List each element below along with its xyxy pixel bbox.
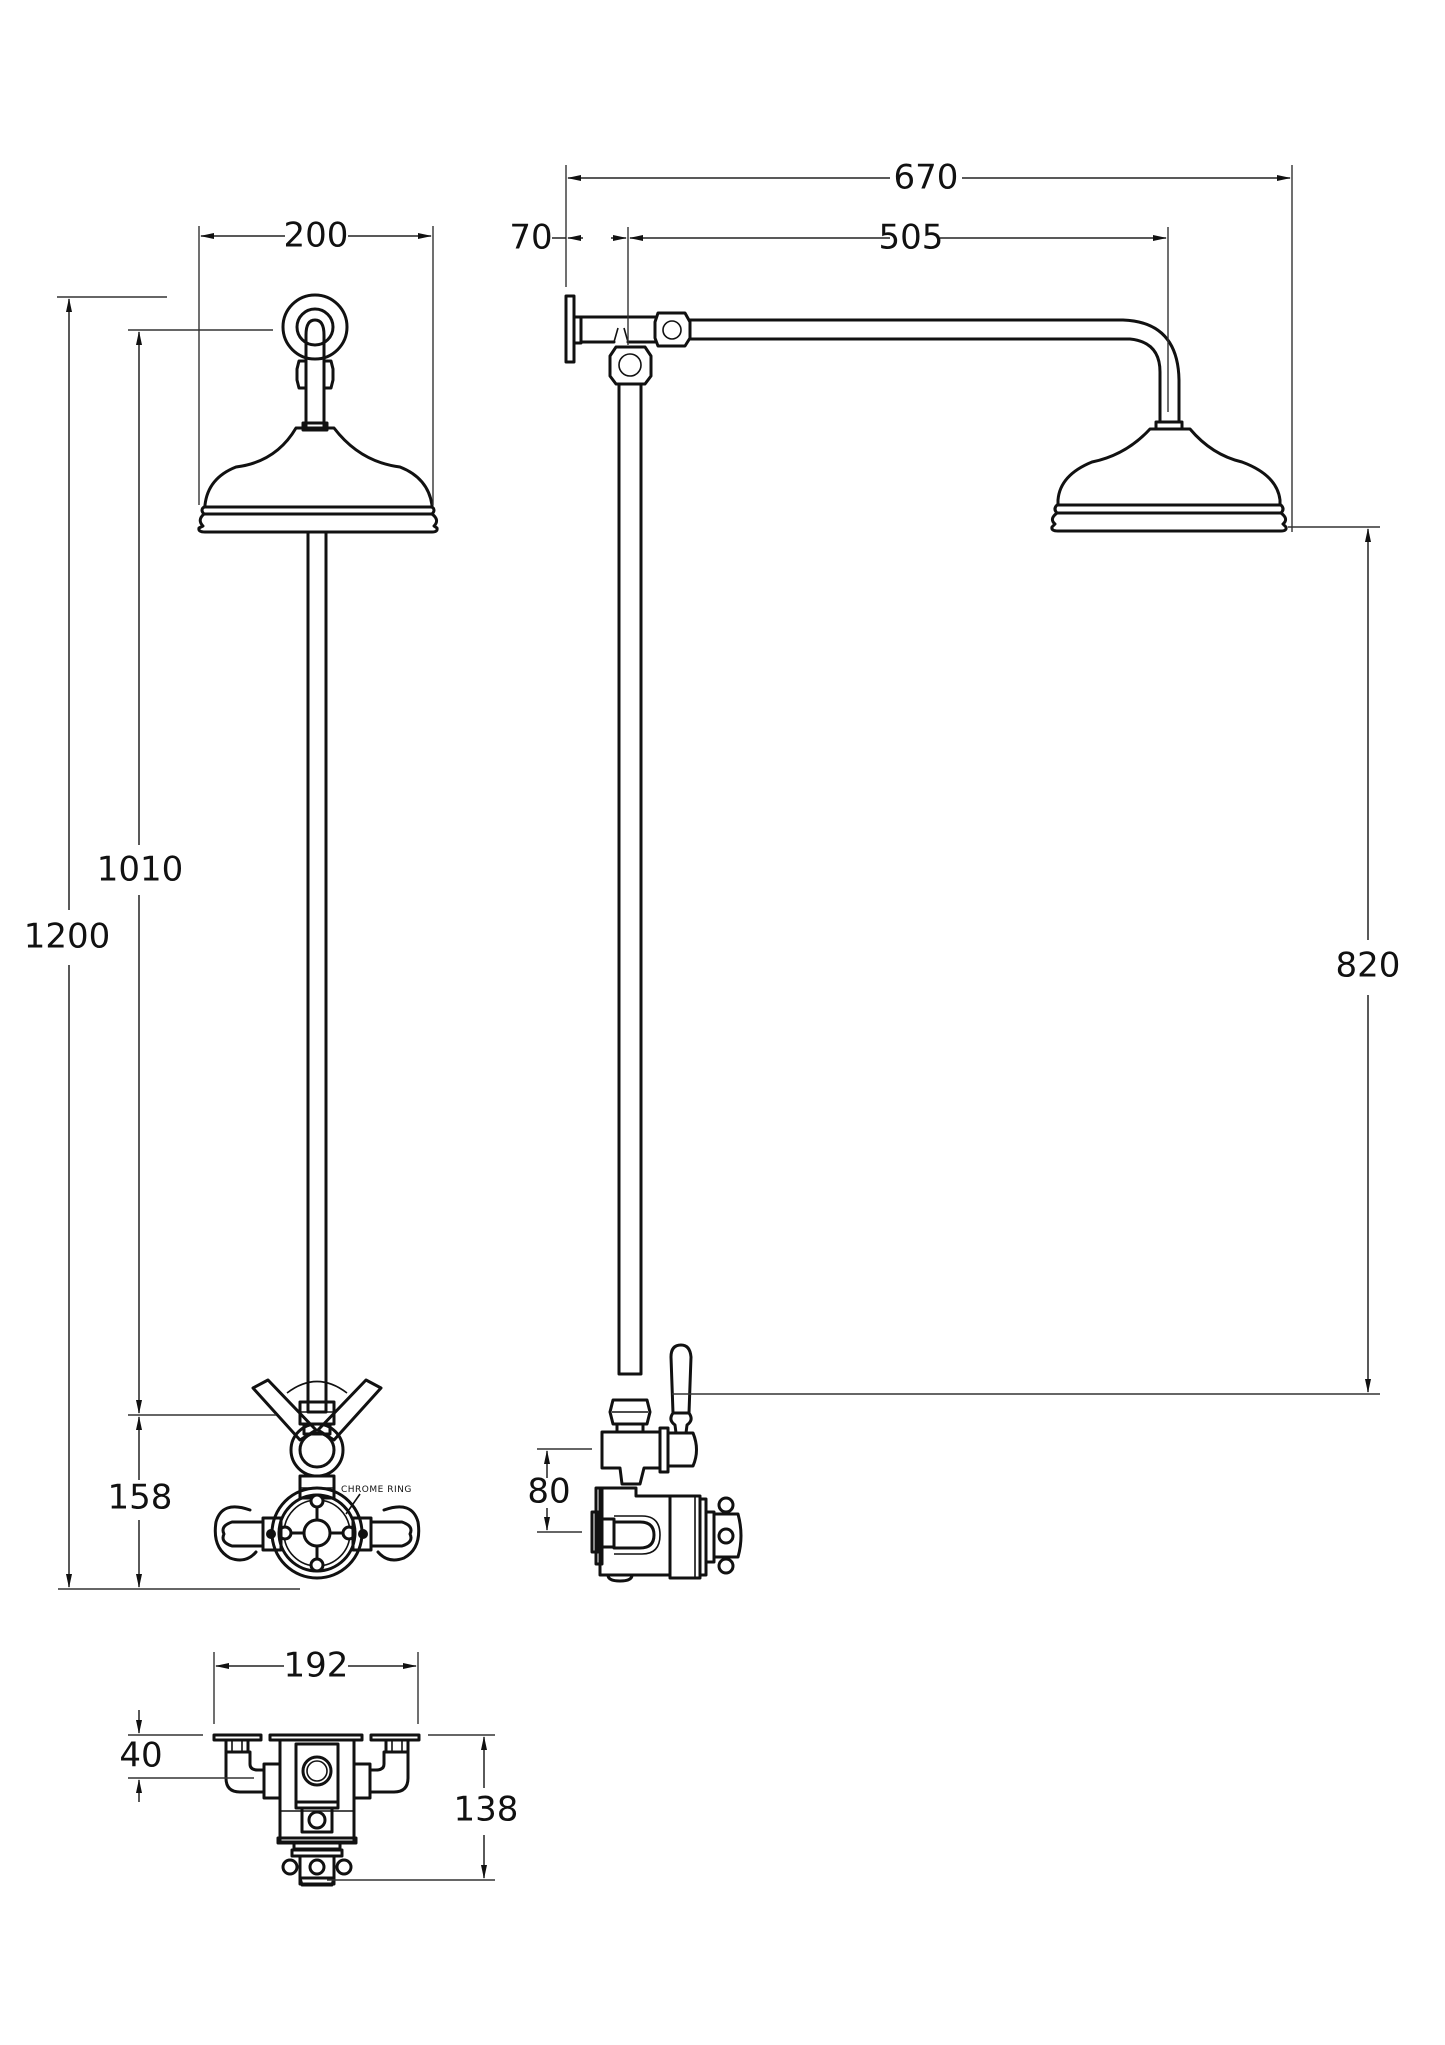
- dim-front-valve-height: 158: [108, 1478, 173, 1518]
- dim-side-arm-length: 505: [879, 218, 944, 258]
- plan-view: [212, 1733, 421, 1887]
- dim-front-head-to-valve: 1010: [97, 850, 184, 890]
- dim-plan-valve-depth: 138: [454, 1790, 519, 1830]
- side-view: [564, 294, 1288, 1583]
- chrome-ring-leader: [345, 1493, 361, 1515]
- thermostatic-valve-front: [213, 1486, 421, 1580]
- chrome-ring-note: CHROME RING: [341, 1485, 412, 1495]
- arm-hex-coupling: [653, 311, 692, 348]
- shower-head-side: [1050, 427, 1288, 533]
- shower-arm-bottom: [688, 337, 1162, 424]
- dim-front-overall-height: 1200: [24, 917, 111, 957]
- dim-plan-inlet-offset: 40: [119, 1736, 162, 1776]
- dim-side-head-to-lever: 820: [1336, 946, 1401, 986]
- lower-hex-coupling: [608, 1398, 652, 1426]
- drop-pipe: [304, 318, 326, 430]
- control-lever-right: [369, 1505, 421, 1562]
- control-lever-left: [213, 1505, 265, 1562]
- wall-arm: [579, 315, 657, 344]
- diverter-handles-front: [251, 1378, 383, 1500]
- ceiling-rose: [281, 293, 349, 361]
- plan-view-dimensions: 192 40 138: [119, 1646, 518, 1881]
- diverter-lever-side: [669, 1343, 693, 1415]
- hex-nut-left: [295, 359, 308, 390]
- shower-head-front: [197, 426, 439, 534]
- riser-pipe-front: [306, 530, 328, 1414]
- diverter-body-side: [600, 1430, 662, 1486]
- shower-arm-top: [688, 318, 1181, 424]
- cross-hub: [302, 1518, 332, 1548]
- dim-side-overall-projection: 670: [894, 158, 959, 198]
- riser-pipe-side: [617, 382, 643, 1376]
- hex-nut-right: [322, 359, 335, 390]
- dim-plan-valve-width: 192: [284, 1646, 349, 1686]
- front-view-dimensions: 200 1200 1010 158: [24, 216, 434, 1590]
- dim-side-valve-spacing: 80: [527, 1472, 570, 1512]
- dim-side-wall-offset: 70: [509, 218, 552, 258]
- front-view: CHROME RING: [197, 293, 439, 1580]
- tee-hex-coupling: [608, 345, 653, 386]
- dim-front-head-width: 200: [284, 216, 349, 256]
- side-view-dimensions: 670 70 505 820 80: [509, 158, 1400, 1533]
- thermostatic-valve-side: [590, 1486, 743, 1583]
